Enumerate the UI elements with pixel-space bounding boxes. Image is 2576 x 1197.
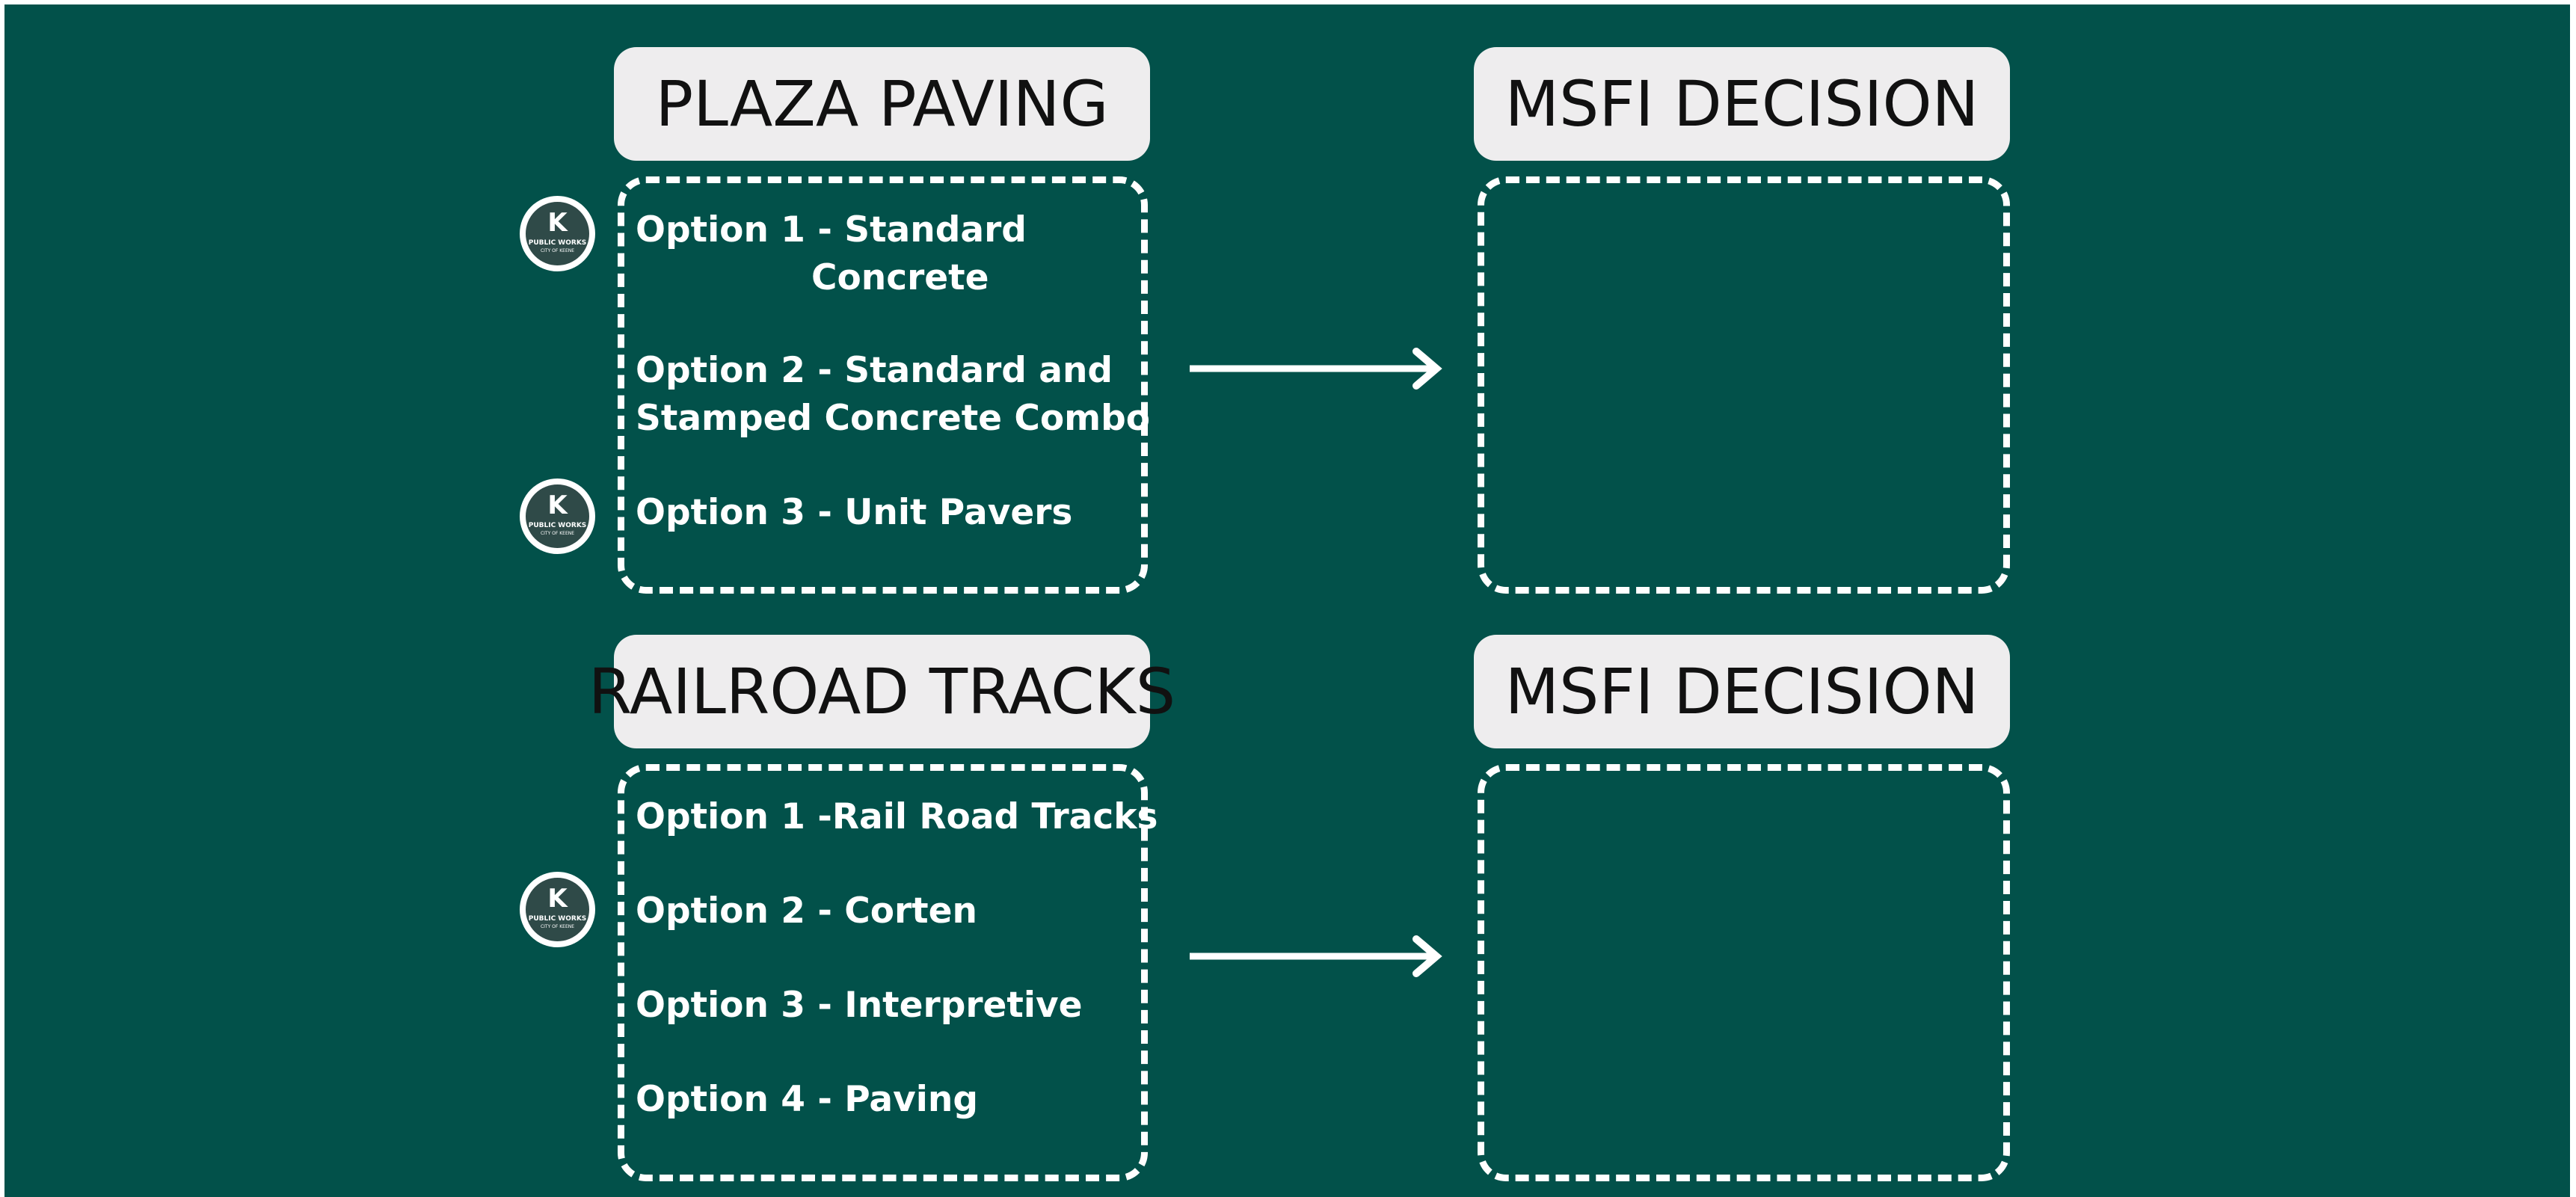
badge-letter: K <box>547 208 568 238</box>
railroad-option-2: Option 2 - Corten <box>636 887 977 935</box>
plaza-arrow-icon <box>1190 348 1442 390</box>
public-works-logo-icon: K PUBLIC WORKS CITY OF KEENE <box>520 479 595 554</box>
plaza-decision-title: MSFI DECISION <box>1474 47 2010 161</box>
plaza-paving-title: PLAZA PAVING <box>614 47 1150 161</box>
plaza-options-box <box>618 176 1148 594</box>
railroad-option-4-line1: Option 4 - Paving <box>636 1079 978 1120</box>
public-works-logo-icon: K PUBLIC WORKS CITY OF KEENE <box>520 196 595 271</box>
railroad-option-2-line1: Option 2 - Corten <box>636 890 977 932</box>
badge-letter: K <box>547 884 568 914</box>
railroad-option-4: Option 4 - Paving <box>636 1076 978 1124</box>
badge-line2: CITY OF KEENE <box>540 248 575 253</box>
railroad-decision-title: MSFI DECISION <box>1474 635 2010 748</box>
plaza-option-2-line2: Stamped Concrete Combo <box>636 398 1151 439</box>
railroad-tracks-title: RAILROAD TRACKS <box>588 635 1175 748</box>
plaza-decision-box <box>1478 176 2010 594</box>
railroad-arrow-icon <box>1190 935 1442 977</box>
public-works-logo-icon: K PUBLIC WORKS CITY OF KEENE <box>520 872 595 947</box>
plaza-decision-title-text: MSFI DECISION <box>1504 67 1979 141</box>
plaza-option-1: Option 1 - Standard Concrete <box>636 206 1027 302</box>
badge-letter: K <box>547 490 568 520</box>
plaza-option-3-line1: Option 3 - Unit Pavers <box>636 492 1073 533</box>
badge-line2: CITY OF KEENE <box>540 531 575 536</box>
railroad-options-box <box>618 764 1148 1181</box>
badge-line2: CITY OF KEENE <box>540 924 575 929</box>
railroad-option-1-line1: Option 1 -Rail Road Tracks <box>636 796 1158 837</box>
plaza-option-1-line1: Option 1 - Standard <box>636 209 1027 250</box>
plaza-option-2-line1: Option 2 - Standard and <box>636 350 1113 391</box>
railroad-decision-box <box>1478 764 2010 1181</box>
badge-line1: PUBLIC WORKS <box>528 239 587 247</box>
plaza-option-2: Option 2 - Standard and Stamped Concrete… <box>636 347 1150 443</box>
plaza-option-3: Option 3 - Unit Pavers <box>636 489 1072 537</box>
diagram-canvas: PLAZA PAVING MSFI DECISION Option 1 - St… <box>4 4 2570 1197</box>
railroad-tracks-title-text: RAILROAD TRACKS <box>588 655 1176 728</box>
railroad-option-3: Option 3 - Interpretive <box>636 982 1082 1030</box>
plaza-option-1-line2: Concrete <box>811 257 989 298</box>
railroad-decision-title-text: MSFI DECISION <box>1504 655 1979 728</box>
badge-line1: PUBLIC WORKS <box>528 915 587 923</box>
badge-line1: PUBLIC WORKS <box>528 522 587 529</box>
railroad-option-3-line1: Option 3 - Interpretive <box>636 985 1083 1026</box>
plaza-paving-title-text: PLAZA PAVING <box>655 67 1109 141</box>
railroad-option-1: Option 1 -Rail Road Tracks <box>636 793 1158 841</box>
